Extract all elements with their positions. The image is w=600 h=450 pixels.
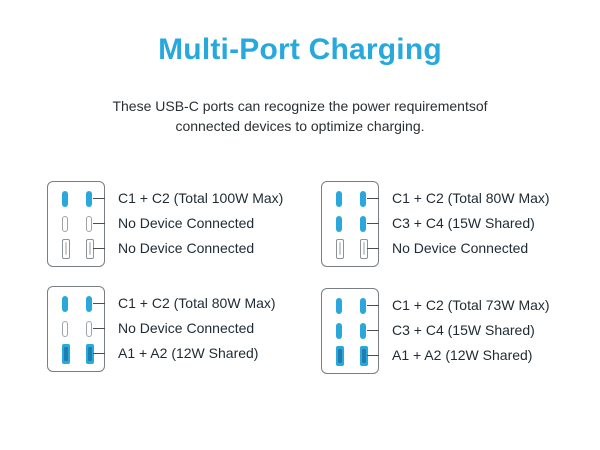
connector-line xyxy=(93,327,105,329)
usb-c-port-icon xyxy=(62,296,68,312)
charger-outline xyxy=(47,286,105,372)
charger-outline xyxy=(321,181,379,267)
port-status-label: C1 + C2 (Total 100W Max) xyxy=(118,190,284,206)
page-title: Multi-Port Charging xyxy=(158,33,442,66)
usb-c-port-icon xyxy=(86,321,92,337)
port-status-label: C3 + C4 (15W Shared) xyxy=(392,215,535,231)
page-subtitle: These USB-C ports can recognize the powe… xyxy=(0,96,600,136)
usb-a-port-icon xyxy=(360,239,368,259)
connector-line xyxy=(93,222,105,224)
usb-c-port-icon xyxy=(86,191,92,207)
usb-c-port-icon xyxy=(62,216,68,232)
port-status-label: C1 + C2 (Total 80W Max) xyxy=(118,295,276,311)
connector-line xyxy=(93,247,105,249)
usb-c-port-icon xyxy=(62,191,68,207)
port-status-label: C1 + C2 (Total 73W Max) xyxy=(392,297,550,313)
usb-a-port-icon xyxy=(62,239,70,259)
usb-a-port-icon xyxy=(336,346,344,366)
connector-line xyxy=(93,302,105,304)
usb-c-port-icon xyxy=(336,298,342,314)
usb-c-port-icon xyxy=(62,321,68,337)
port-status-label: No Device Connected xyxy=(118,215,255,231)
port-status-label: No Device Connected xyxy=(392,240,529,256)
connector-line xyxy=(93,197,105,199)
subtitle-line-2: connected devices to optimize charging. xyxy=(175,118,425,134)
connector-line xyxy=(367,222,379,224)
port-status-label: A1 + A2 (12W Shared) xyxy=(392,347,533,363)
connector-line xyxy=(367,247,379,249)
usb-c-port-icon xyxy=(336,191,342,207)
port-status-label: No Device Connected xyxy=(118,320,255,336)
usb-c-port-icon xyxy=(360,323,366,339)
subtitle-line-1: These USB-C ports can recognize the powe… xyxy=(112,98,488,114)
usb-a-port-icon xyxy=(62,344,70,364)
usb-a-port-icon xyxy=(86,344,94,364)
usb-c-port-icon xyxy=(86,296,92,312)
usb-a-port-icon xyxy=(336,239,344,259)
charger-outline xyxy=(47,181,105,267)
usb-c-port-icon xyxy=(360,216,366,232)
usb-c-port-icon xyxy=(360,298,366,314)
usb-a-port-icon xyxy=(360,346,368,366)
connector-line xyxy=(367,329,379,331)
connector-line xyxy=(367,197,379,199)
usb-a-port-icon xyxy=(86,239,94,259)
connector-line xyxy=(93,352,105,354)
port-status-label: A1 + A2 (12W Shared) xyxy=(118,345,259,361)
port-status-label: C1 + C2 (Total 80W Max) xyxy=(392,190,550,206)
usb-c-port-icon xyxy=(336,216,342,232)
connector-line xyxy=(367,304,379,306)
port-status-label: C3 + C4 (15W Shared) xyxy=(392,322,535,338)
port-status-label: No Device Connected xyxy=(118,240,255,256)
usb-c-port-icon xyxy=(360,191,366,207)
connector-line xyxy=(367,354,379,356)
charger-outline xyxy=(321,288,379,374)
usb-c-port-icon xyxy=(86,216,92,232)
usb-c-port-icon xyxy=(336,323,342,339)
